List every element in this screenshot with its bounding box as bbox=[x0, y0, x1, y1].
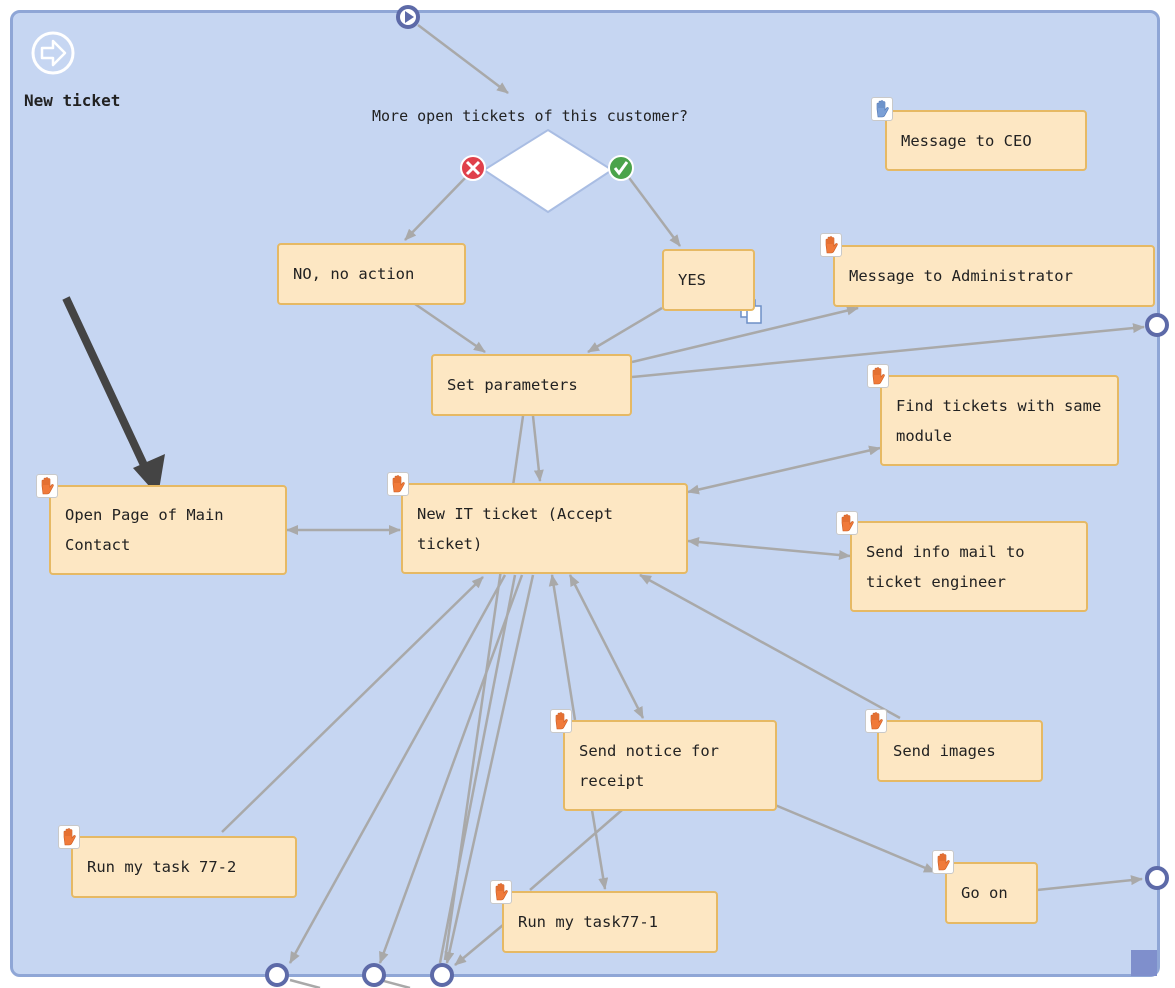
edge-no-setparams bbox=[414, 302, 486, 354]
start-arrow-icon bbox=[31, 31, 75, 75]
edge-notice-newticket-a bbox=[548, 574, 577, 721]
task-label: Open Page of Main Contact bbox=[65, 506, 224, 554]
edge-gateway-yes bbox=[625, 174, 682, 247]
end-event-icon bbox=[265, 963, 289, 987]
task-run-77-1[interactable]: Run my task77-1 bbox=[502, 891, 718, 953]
task-find-tickets[interactable]: Find tickets with same module bbox=[880, 375, 1119, 466]
task-label: Run my task 77-2 bbox=[87, 858, 237, 876]
task-no-action[interactable]: NO, no action bbox=[277, 243, 466, 305]
hand-icon bbox=[58, 825, 80, 849]
edge-newticket-sendinfo bbox=[687, 537, 851, 560]
edge-newticket-end3 bbox=[444, 574, 535, 964]
task-label: Send info mail to ticket engineer bbox=[866, 542, 1025, 591]
task-label: Go on bbox=[961, 884, 1008, 902]
edge-notice-run771 bbox=[590, 809, 609, 890]
hand-icon bbox=[932, 850, 954, 874]
edge-images-newticket bbox=[639, 573, 901, 720]
task-new-it-ticket[interactable]: New IT ticket (Accept ticket) bbox=[401, 483, 688, 574]
edge-gateway-no bbox=[404, 174, 469, 241]
task-label: Set parameters bbox=[447, 376, 578, 394]
edge-run772-newticket bbox=[221, 576, 484, 833]
task-send-images[interactable]: Send images bbox=[877, 720, 1043, 782]
hand-icon bbox=[36, 474, 58, 498]
task-label: New IT ticket (Accept ticket) bbox=[417, 504, 613, 553]
task-send-info-mail[interactable]: Send info mail to ticket engineer bbox=[850, 521, 1088, 612]
task-run-77-2[interactable]: Run my task 77-2 bbox=[71, 836, 297, 898]
edge-newticket-end3b bbox=[438, 574, 517, 964]
task-label: Message to Administrator bbox=[849, 267, 1073, 285]
hand-icon bbox=[387, 472, 409, 496]
edge-find-newticket bbox=[687, 445, 881, 495]
task-label: Message to CEO bbox=[901, 131, 1032, 150]
edge-newticket-end2 bbox=[378, 574, 524, 964]
gateway-diamond bbox=[482, 128, 614, 214]
resize-handle[interactable] bbox=[1131, 950, 1157, 976]
edge-setparams-newticket bbox=[531, 415, 544, 482]
task-send-notice[interactable]: Send notice for receipt bbox=[563, 720, 777, 811]
hand-icon bbox=[820, 233, 842, 257]
hand-icon bbox=[871, 97, 893, 121]
task-go-on[interactable]: Go on bbox=[945, 862, 1038, 924]
task-set-parameters[interactable]: Set parameters bbox=[431, 354, 632, 416]
hand-icon bbox=[550, 709, 572, 733]
end-event-icon bbox=[430, 963, 454, 987]
edge-goon-end bbox=[1036, 875, 1143, 892]
edge-start-gateway bbox=[417, 24, 509, 94]
edge-notice-goon bbox=[774, 803, 936, 874]
task-message-admin[interactable]: Message to Administrator bbox=[833, 245, 1155, 307]
end-event-icon bbox=[1145, 866, 1169, 890]
hand-icon bbox=[867, 364, 889, 388]
task-label: Send notice for receipt bbox=[579, 741, 719, 790]
hand-icon bbox=[490, 880, 512, 904]
pool-title: New ticket bbox=[24, 91, 121, 110]
edge-notice-down bbox=[529, 809, 623, 891]
task-label: Run my task77-1 bbox=[518, 913, 658, 931]
edge-setparams-admin bbox=[631, 305, 859, 364]
edge-newticket-end1 bbox=[288, 574, 507, 964]
edge-end1-off bbox=[289, 978, 321, 988]
task-label: Find tickets with same module bbox=[896, 396, 1102, 445]
task-message-ceo[interactable]: Message to CEO bbox=[885, 110, 1087, 171]
hand-icon bbox=[836, 511, 858, 535]
edge-setparams-end-right bbox=[631, 323, 1145, 379]
hand-icon bbox=[865, 709, 887, 733]
end-event-icon bbox=[1145, 313, 1169, 337]
task-open-page[interactable]: Open Page of Main Contact bbox=[49, 485, 287, 575]
pointer-arrow-line bbox=[62, 296, 154, 480]
task-label: NO, no action bbox=[293, 265, 415, 283]
gateway-label: More open tickets of this customer? bbox=[372, 107, 689, 125]
edge-notice-newticket-b bbox=[568, 574, 645, 719]
task-yes[interactable]: YES bbox=[662, 249, 755, 311]
edge-yes-setparams bbox=[587, 306, 663, 354]
task-label: Send images bbox=[893, 742, 996, 760]
edge-end2-off bbox=[379, 978, 411, 988]
end-event-icon bbox=[362, 963, 386, 987]
edge-run771-end3 bbox=[454, 924, 504, 966]
task-label: YES bbox=[678, 271, 706, 289]
